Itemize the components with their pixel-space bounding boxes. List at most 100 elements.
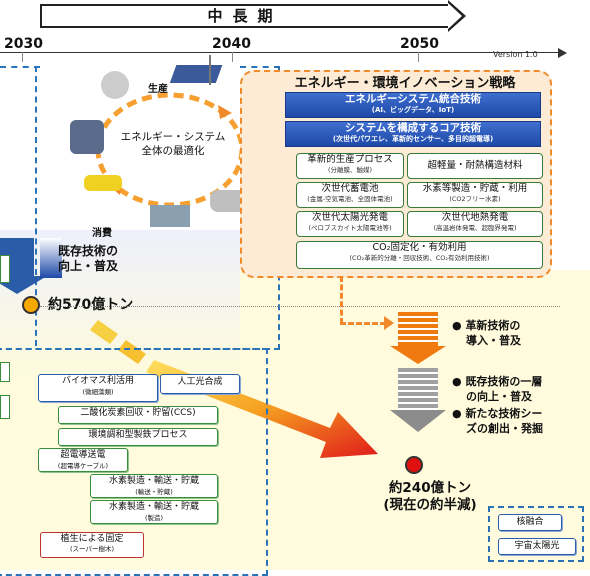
emission-2050-line1: 約240億トン <box>388 480 472 496</box>
cycle-arrow-1 <box>218 105 232 119</box>
innovation-arrow-head <box>390 346 446 364</box>
existing-tech-arrow-head <box>0 276 47 294</box>
co2-fixation-box: CO₂固定化・有効利用 (CO₂革新的分離・回収技術、CO₂有効利用技術) <box>296 241 543 269</box>
innovation-item-6: 次世代地熱発電 (高温岩体発電、超臨界発電) <box>407 211 543 237</box>
innovation-item-6-label: 次世代地熱発電 <box>441 212 509 223</box>
bullet-2: ● 既存技術の一層 の向上・普及 <box>452 375 543 403</box>
connector-vertical <box>340 276 343 324</box>
phase-label: 中長期 <box>207 7 283 25</box>
timeline-axis <box>0 52 560 53</box>
tech-fusion-label: 核融合 <box>516 517 544 527</box>
core-tech-label: システムを構成するコア技術 <box>344 122 482 134</box>
cutoff-box-1 <box>0 362 10 382</box>
tech-hydrogen-production-label: 水素製造・輸送・貯蔵 <box>108 502 199 512</box>
innovation-item-1-label: 革新的生産プロセス <box>307 154 393 165</box>
innovation-item-6-sub: (高温岩体発電、超臨界発電) <box>433 224 517 232</box>
tech-ccs: 二酸化炭素回収・貯留(CCS) <box>58 406 218 424</box>
innovation-item-1: 革新的生産プロセス (分離膜、触媒) <box>296 153 404 179</box>
tech-hydrogen-transport-sub: (輸送・貯蔵) <box>135 488 173 496</box>
cycle-center-text: エネルギー・システム 全体の最適化 <box>118 130 228 158</box>
far-future-frame <box>488 506 584 562</box>
bullet-1-line1: 革新技術の <box>465 319 521 332</box>
tech-superconducting-label: 超電導送電 <box>60 450 106 460</box>
tech-vegetation-label: 植生による固定 <box>60 534 124 544</box>
label-production: 生産 <box>148 84 168 95</box>
innovation-item-4: 水素等製造・貯蔵・利用 (CO2フリー水素) <box>407 182 543 208</box>
solar-panel-icon <box>169 65 223 83</box>
tech-hydrogen-transport-label: 水素製造・輸送・貯蔵 <box>108 476 199 486</box>
label-consumption: 消費 <box>92 228 112 239</box>
emission-2050-label: 約240億トン (現在の約半減) <box>370 480 490 514</box>
existing-arrow-head <box>390 410 446 432</box>
co2-fixation-label: CO₂固定化・有効利用 <box>372 242 467 253</box>
reduction-arrow-dash-2 <box>118 340 146 364</box>
innovation-item-5-label: 次世代太陽光発電 <box>311 212 388 223</box>
core-tech-sub: (次世代パワエレ、革新的センサー、多目的超電導) <box>332 135 494 143</box>
tech-ccs-label: 二酸化炭素回収・貯留(CCS) <box>80 408 196 418</box>
cycle-center-line2: 全体の最適化 <box>141 145 205 157</box>
version-label: Version 1.0 <box>493 50 538 59</box>
reduction-arrow-dash-1 <box>90 320 118 344</box>
integration-tech-sub: (AI、ビッグデータ、IoT) <box>371 106 455 114</box>
dashed-frame-divider <box>35 66 37 346</box>
emission-2050-line2: (現在の約半減) <box>383 497 477 513</box>
bullet-3-line2: ズの創出・発掘 <box>466 422 543 435</box>
tech-hydrogen-production: 水素製造・輸送・貯蔵 (製造) <box>90 500 218 524</box>
innovation-item-5: 次世代太陽光発電 (ペロブスカイト太陽電池等) <box>296 211 404 237</box>
tech-hydrogen-production-sub: (製造) <box>144 514 164 522</box>
innovation-item-4-label: 水素等製造・貯蔵・利用 <box>422 183 528 194</box>
tech-steel-label: 環境調和型製鉄プロセス <box>88 430 188 440</box>
tech-vegetation-sub: (スーパー樹木) <box>69 545 114 553</box>
tech-space-solar-label: 宇宙太陽光 <box>514 541 560 551</box>
tick-2040 <box>232 52 233 62</box>
tech-artificial-photosynthesis-label: 人工光合成 <box>177 377 223 387</box>
tech-space-solar: 宇宙太陽光 <box>498 538 576 555</box>
innovation-title: エネルギー・環境イノベーション戦略 <box>294 76 516 91</box>
emission-2030-marker <box>22 296 40 314</box>
bullet-2-line2: の向上・普及 <box>466 390 532 403</box>
emission-2030-guide <box>40 306 560 307</box>
tick-2030 <box>22 52 23 62</box>
tick-2050 <box>418 52 419 62</box>
tech-steel: 環境調和型製鉄プロセス <box>58 428 218 446</box>
dashed-frame-top-left <box>0 66 40 68</box>
building-icon <box>150 205 190 227</box>
cycle-center-line1: エネルギー・システム <box>120 131 226 143</box>
tech-superconducting: 超電導送電 (超電導ケーブル) <box>38 448 128 472</box>
emission-2030-label: 約570億トン <box>48 297 134 313</box>
tech-artificial-photosynthesis: 人工光合成 <box>160 374 240 394</box>
existing-tech-line1: 既存技術の <box>58 244 119 258</box>
tech-vegetation: 植生による固定 (スーパー樹木) <box>40 532 144 558</box>
tech-biomass-sub: (微細藻類) <box>82 388 114 396</box>
innovation-item-3-sub: (金属-空気電池、全固体電池) <box>307 195 393 203</box>
connector-arrowhead <box>384 316 394 330</box>
phase-arrow-tip-inner <box>448 3 462 29</box>
year-2030: 2030 <box>4 36 43 52</box>
integration-tech-bar: エネルギーシステム統合技術 (AI、ビッグデータ、IoT) <box>285 92 541 118</box>
existing-tech-text: 既存技術の 向上・普及 <box>58 244 118 274</box>
connector-horizontal <box>340 322 386 325</box>
year-2040: 2040 <box>212 36 251 52</box>
core-tech-bar: システムを構成するコア技術 (次世代パワエレ、革新的センサー、多目的超電導) <box>285 121 541 147</box>
innovation-arrow-shaft <box>398 312 438 348</box>
bullet-3: ● 新たな技術シー ズの創出・発掘 <box>452 407 543 435</box>
tech-fusion: 核融合 <box>498 514 562 531</box>
tech-hydrogen-transport: 水素製造・輸送・貯蔵 (輸送・貯蔵) <box>90 474 218 498</box>
phase-banner: 中長期 <box>40 4 450 28</box>
dashed-frame-top-right <box>240 66 280 68</box>
engine-icon <box>70 120 104 154</box>
existing-tech-down-arrow <box>40 238 62 278</box>
timeline-arrow <box>558 48 567 58</box>
bullet-1-line2: 導入・普及 <box>466 334 521 347</box>
car-icon <box>84 175 122 191</box>
bullet-1: ● 革新技術の 導入・普及 <box>452 319 521 347</box>
innovation-item-5-sub: (ペロブスカイト太陽電池等) <box>308 224 392 232</box>
tech-superconducting-sub: (超電導ケーブル) <box>57 462 109 470</box>
cutoff-box-3 <box>0 255 10 283</box>
bullet-2-line1: 既存技術の一層 <box>465 375 543 388</box>
emission-2050-marker <box>405 456 423 474</box>
innovation-item-2: 超軽量・耐熱構造材料 <box>407 153 543 179</box>
co2-fixation-sub: (CO₂革新的分離・回収技術、CO₂有効利用技術) <box>349 254 490 262</box>
factory-icon <box>101 71 129 99</box>
year-2050: 2050 <box>400 36 439 52</box>
